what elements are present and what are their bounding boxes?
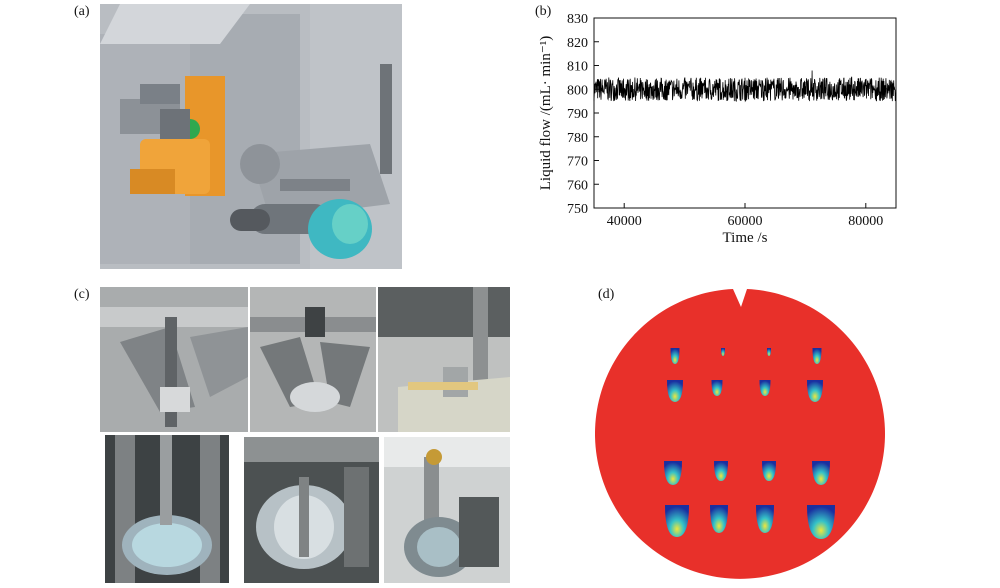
y-tick-label: 750 [567,202,588,217]
plot-frame [593,17,897,209]
y-tick-label: 820 [567,36,588,51]
wafer-spot [767,348,771,356]
panel-label-a: (a) [74,4,90,19]
x-tick-label: 80000 [848,214,883,229]
wafer-spot [762,461,776,481]
panel-label-d: (d) [598,287,615,302]
wafer-spot [807,505,835,539]
gimbal-photo-2 [250,287,376,432]
wafer-spot [812,348,822,364]
wafer-spot [759,380,771,396]
wafer-spot [807,380,823,402]
y-tick-label: 770 [567,155,588,170]
wafer-map [595,289,885,579]
y-tick-label: 800 [567,83,588,98]
y-tick-label: 790 [567,107,588,122]
y-axis-label: Liquid flow /(mL· min⁻¹) [538,36,554,190]
y-tick-label: 830 [567,12,588,27]
y-tick-label: 810 [567,60,588,75]
gimbal-photo-5 [244,437,379,583]
panel-label-c: (c) [74,287,90,302]
wafer-spot [756,505,774,533]
wafer-spot [667,380,683,402]
wafer-spot [721,348,725,356]
y-tick-label: 760 [567,178,588,193]
cad-render-image [100,4,402,269]
wafer-spot [665,505,689,537]
x-tick-label: 60000 [728,214,763,229]
wafer-spot [812,461,830,485]
wafer-spot [714,461,728,481]
wafer-spot [670,348,680,364]
liquid-flow-chart: 750 760 770 780 790 800 810 820 830 40000 60000 800… [538,12,897,246]
gimbal-photo-1 [100,287,248,432]
x-tick-label: 40000 [607,214,642,229]
gimbal-photo-3 [378,287,510,432]
wafer-spot [664,461,682,485]
flow-series-line [593,70,897,103]
panel-label-b: (b) [535,4,552,19]
y-tick-label: 780 [567,131,588,146]
gimbal-photo-6 [384,437,510,583]
gimbal-photo-4 [105,435,229,583]
x-axis-label: Time /s [723,230,768,246]
wafer-spot [711,380,723,396]
wafer-spot [710,505,728,533]
